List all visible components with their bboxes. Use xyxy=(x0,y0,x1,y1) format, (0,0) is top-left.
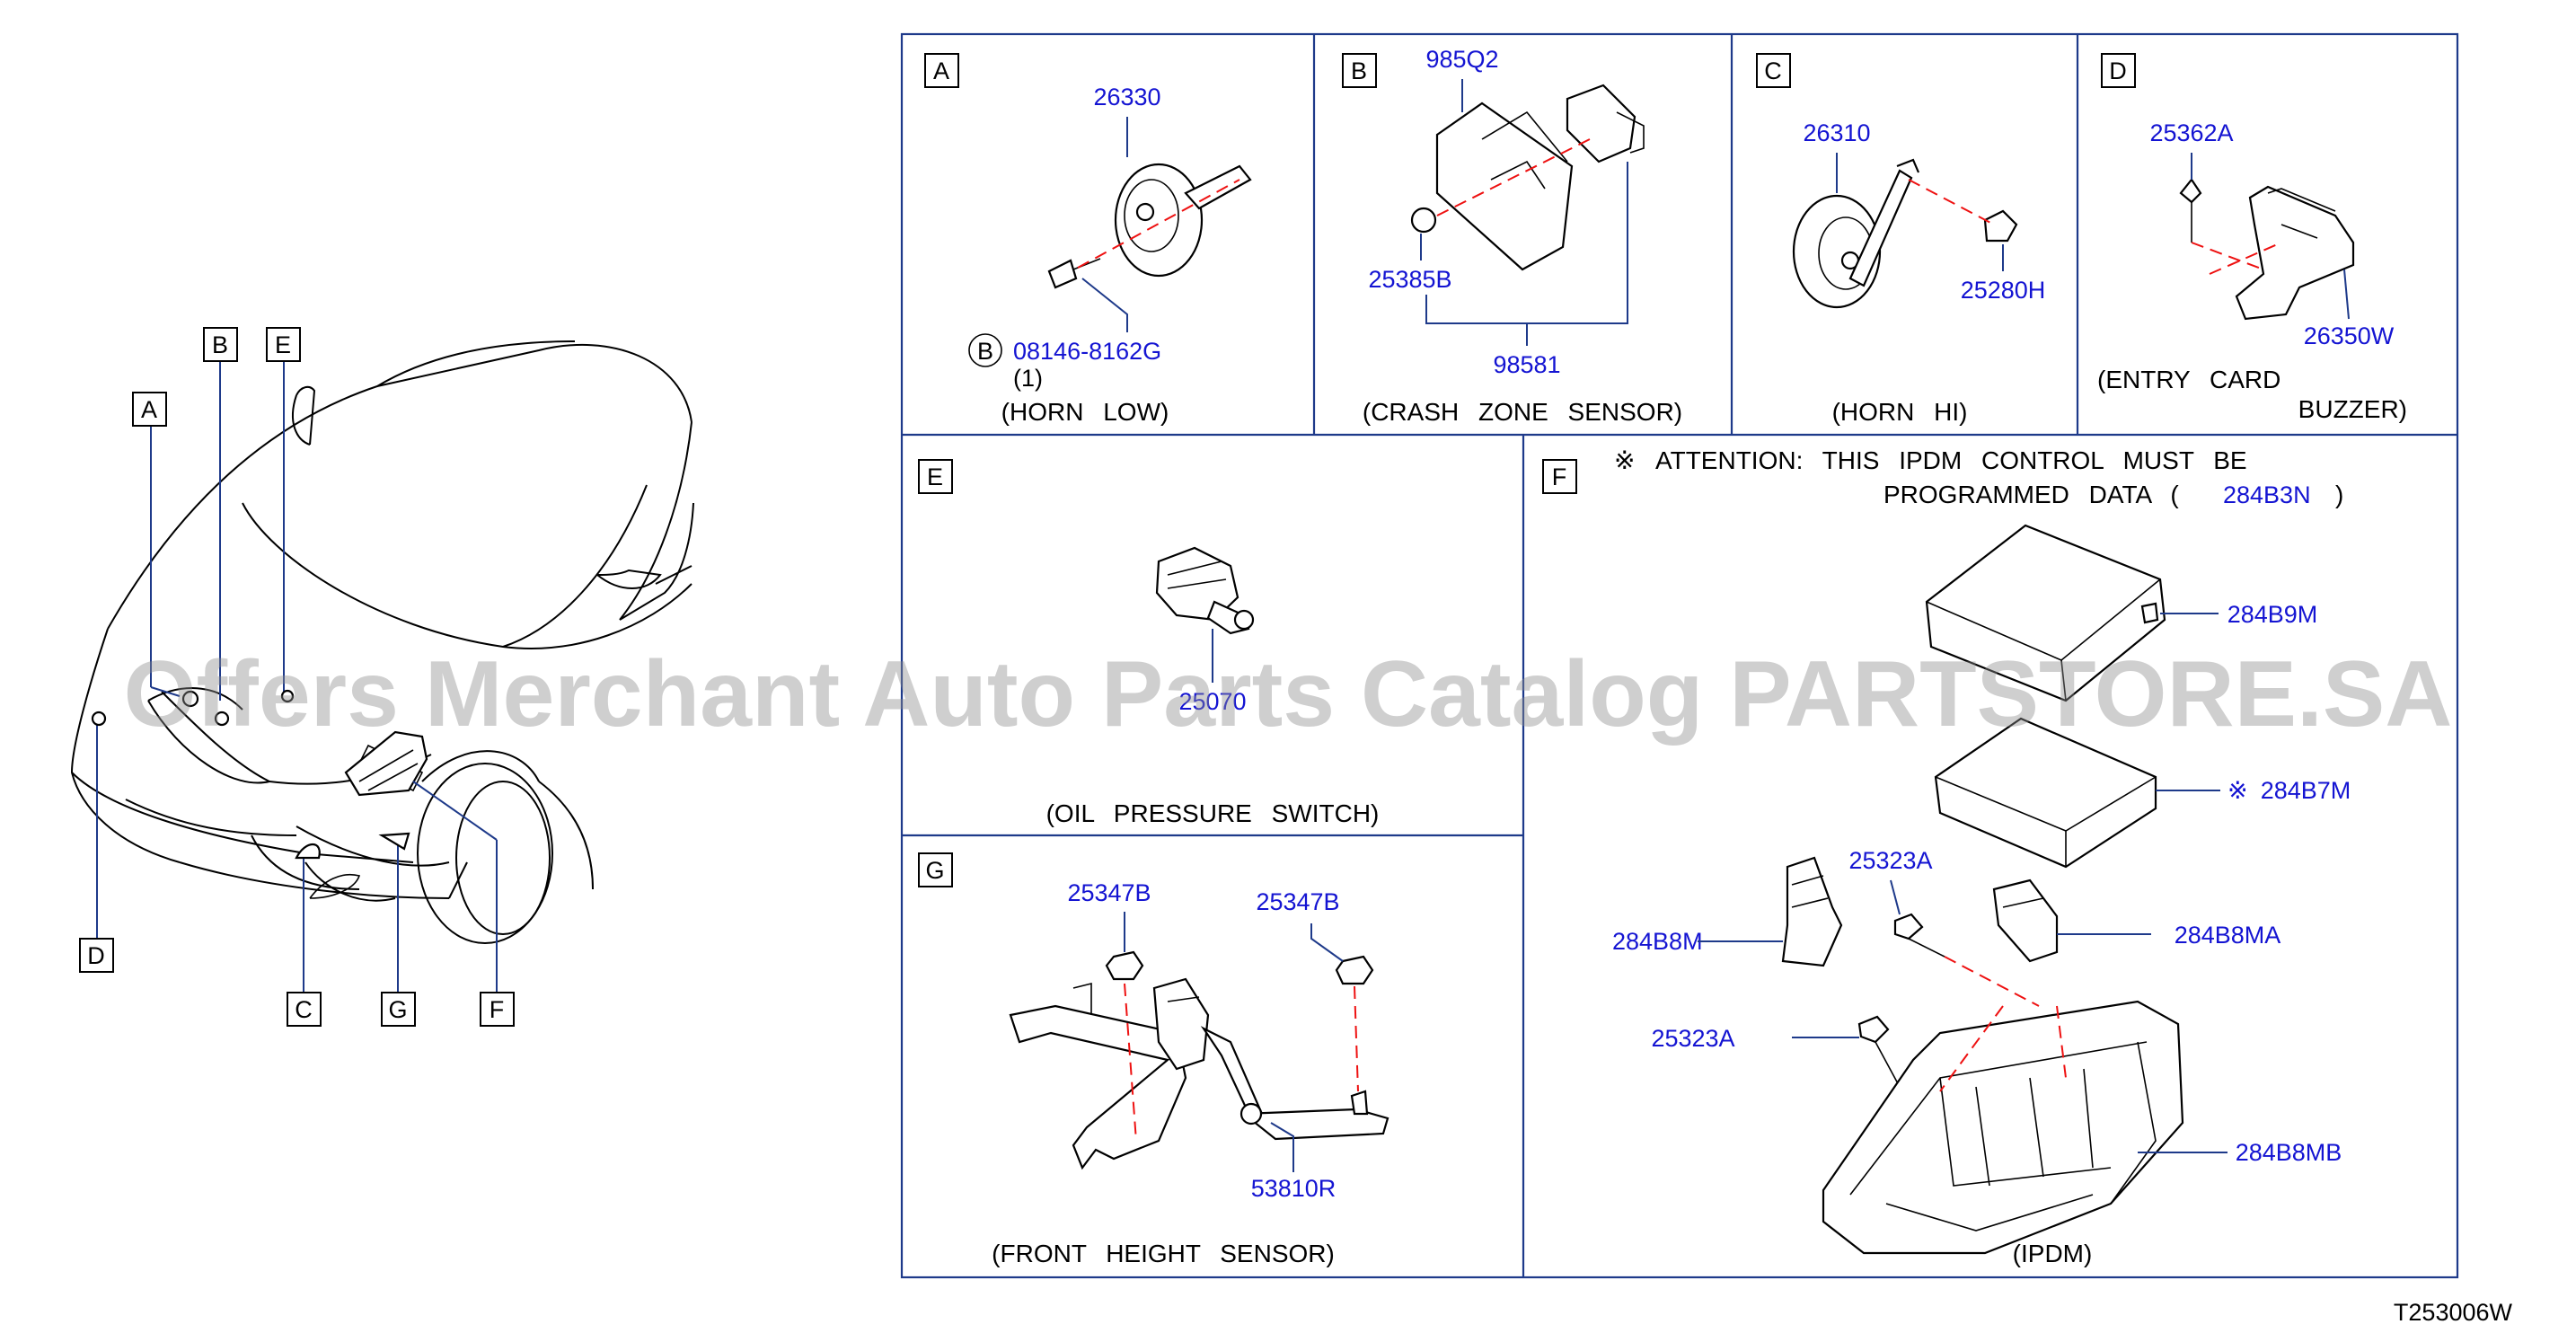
callout-A: A xyxy=(132,392,167,427)
svg-text:25323A: 25323A xyxy=(1848,847,1932,874)
svg-text:284B8MA: 284B8MA xyxy=(2175,922,2281,949)
svg-text:※: ※ xyxy=(1614,446,1635,474)
bracket-284b8m-drawing xyxy=(1781,856,1843,967)
svg-text:985Q2: 985Q2 xyxy=(1425,46,1498,73)
horn-low-drawing xyxy=(1047,163,1252,289)
panel-f: F ※ ATTENTION: THIS IPDM CONTROL MUST BE… xyxy=(1542,446,2351,1267)
svg-text:G: G xyxy=(388,996,407,1023)
overview-part-marks xyxy=(91,689,410,860)
svg-text:A: A xyxy=(141,396,157,423)
svg-text:(1): (1) xyxy=(1013,365,1043,392)
svg-text:PROGRAMMED DATA (: PROGRAMMED DATA ( xyxy=(1883,481,2179,508)
ipdm-housing-drawing xyxy=(1822,1000,2184,1255)
callout-G: G xyxy=(381,992,416,1027)
svg-text:D: D xyxy=(87,942,105,969)
svg-text:(OIL PRESSURE SWITCH): (OIL PRESSURE SWITCH) xyxy=(1046,799,1380,827)
panel-b: B 985Q2 25385B 98581 (CRASH ZONE SENSOR) xyxy=(1342,46,1682,426)
svg-text:※: ※ xyxy=(2228,777,2248,804)
svg-text:284B8M: 284B8M xyxy=(1612,928,1703,955)
svg-text:(IPDM): (IPDM) xyxy=(2013,1240,2093,1267)
diagram-code: T253006W xyxy=(2394,1299,2513,1326)
ipdm-location-sketch xyxy=(344,730,428,797)
svg-text:E: E xyxy=(927,463,943,490)
ipdm-module-upper-drawing xyxy=(1925,524,2166,702)
svg-text:08146-8162G: 08146-8162G xyxy=(1013,338,1161,365)
clip-284b8ma-drawing xyxy=(1992,878,2059,963)
svg-text:(ENTRY CARD: (ENTRY CARD xyxy=(2097,366,2280,393)
svg-text:25362A: 25362A xyxy=(2149,119,2233,146)
svg-text:25280H: 25280H xyxy=(1961,277,2046,304)
svg-text:(FRONT HEIGHT SENSOR): (FRONT HEIGHT SENSOR) xyxy=(992,1240,1335,1267)
svg-text:26330: 26330 xyxy=(1093,84,1160,110)
front-height-sensor-drawing xyxy=(1009,950,1389,1170)
ipdm-module-lower-drawing xyxy=(1934,717,2157,869)
panel-g: G 25347B 25347B 53810R (FRONT HEIGHT SEN… xyxy=(918,852,1389,1267)
svg-text:25070: 25070 xyxy=(1178,688,1246,715)
svg-text:F: F xyxy=(1552,463,1567,490)
svg-text:25347B: 25347B xyxy=(1256,888,1339,915)
panel-d: D 25362A 26350W (ENTRY CARD BUZZER) xyxy=(2097,53,2407,423)
callout-D: D xyxy=(79,938,114,973)
callout-B: B xyxy=(203,327,238,362)
svg-text:C: C xyxy=(1764,57,1782,84)
horn-hi-drawing xyxy=(1792,158,2018,309)
svg-text:A: A xyxy=(933,57,949,84)
overview-leader-lines xyxy=(96,361,498,993)
svg-text:): ) xyxy=(2335,481,2343,508)
crash-sensor-drawing xyxy=(1410,84,1645,271)
svg-text:(HORN HI): (HORN HI) xyxy=(1832,398,1968,426)
bolt-upper-drawing xyxy=(1893,913,2040,1007)
callout-E: E xyxy=(266,327,301,362)
svg-text:D: D xyxy=(2109,57,2127,84)
svg-text:(CRASH ZONE SENSOR): (CRASH ZONE SENSOR) xyxy=(1363,398,1682,426)
callout-C: C xyxy=(287,992,322,1027)
svg-text:F: F xyxy=(490,996,505,1023)
svg-text:BUZZER): BUZZER) xyxy=(2298,395,2407,423)
svg-text:284B3N: 284B3N xyxy=(2223,481,2311,508)
svg-text:B: B xyxy=(977,338,993,365)
callout-F: F xyxy=(480,992,515,1027)
svg-text:ATTENTION: THIS IPDM CONTRO: ATTENTION: THIS IPDM CONTROL MUST BE xyxy=(1655,446,2247,474)
svg-text:B: B xyxy=(1351,57,1367,84)
entry-buzzer-drawing xyxy=(2179,178,2355,321)
panel-e: E 25070 (OIL PRESSURE SWITCH) xyxy=(918,459,1380,827)
svg-text:25385B: 25385B xyxy=(1368,266,1451,293)
svg-text:26350W: 26350W xyxy=(2304,322,2395,349)
svg-text:284B8MB: 284B8MB xyxy=(2236,1139,2342,1166)
svg-text:53810R: 53810R xyxy=(1251,1175,1337,1202)
svg-text:25323A: 25323A xyxy=(1651,1025,1734,1052)
svg-text:C: C xyxy=(295,996,313,1023)
svg-text:E: E xyxy=(275,331,291,358)
svg-text:(HORN LOW): (HORN LOW) xyxy=(1001,398,1169,426)
svg-text:284B9M: 284B9M xyxy=(2228,601,2318,628)
panel-a: A 26330 B 08146-8162G (1) (HORN LOW) xyxy=(924,53,1252,426)
panel-c: C 26310 25280H (HORN HI) xyxy=(1756,53,2046,426)
svg-text:26310: 26310 xyxy=(1803,119,1870,146)
oil-pressure-switch-drawing xyxy=(1155,546,1255,683)
svg-text:284B7M: 284B7M xyxy=(2261,777,2351,804)
svg-text:25347B: 25347B xyxy=(1067,879,1151,906)
svg-text:B: B xyxy=(212,331,228,358)
svg-text:98581: 98581 xyxy=(1493,351,1560,378)
panel-grid xyxy=(900,32,2459,1279)
watermark: Offers Merchant Auto Parts Catalog PARTS… xyxy=(124,642,2453,746)
svg-text:G: G xyxy=(925,857,944,884)
vehicle-overview-drawing xyxy=(70,340,694,944)
